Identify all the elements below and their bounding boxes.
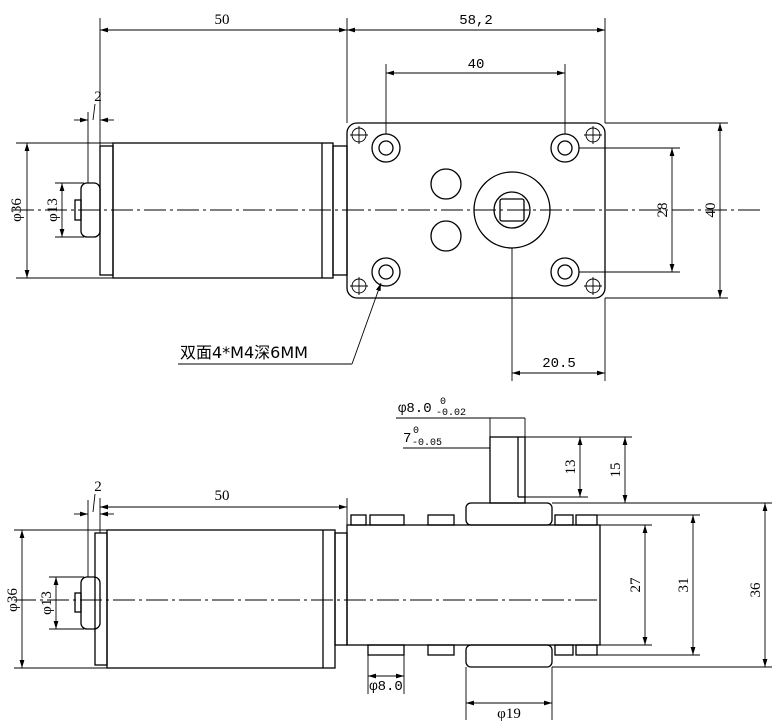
top-gearbox [346,122,606,299]
label-motor-length: 50 [215,488,230,504]
plain-circle-upper [430,168,462,200]
top-view: 50 58,2 40 2 φ36 φ13 [9,12,762,381]
label-nut-diameter: φ8.0 [369,679,403,695]
label-boss-diameter: φ13 [39,591,55,615]
label-motor-length: 50 [215,12,230,28]
gearbox-body [346,524,601,646]
label-output-offset: 20.5 [542,356,576,372]
side-view: φ8.0 0 -0.02 7 0 -0.05 13 15 2 [5,397,772,722]
hole-outer [371,257,401,287]
mounting-hole-br [550,257,580,287]
output-shaft-key [499,198,525,222]
hole-inner [378,140,394,156]
plain-circle-lower [430,220,462,252]
mounting-hole-bl [371,257,401,287]
label-end-cap-offset: 2 [94,89,102,105]
top-nut [427,514,455,526]
label-boss-diameter: φ13 [45,198,61,222]
top-motor-end-cap [99,145,114,276]
label-shaft-diameter-upper-tol: 0 [440,397,446,408]
hole-outer [371,133,401,163]
top-dimensions: 50 58,2 40 2 φ36 φ13 [9,12,728,381]
label-gearbox-length: 58,2 [459,13,493,29]
side-gearbox [346,436,601,668]
upper-bearing-boss [465,502,553,526]
lower-bearing-boss [465,644,553,668]
label-flat-width-upper-tol: 0 [413,426,419,437]
leader-line [92,103,96,121]
leader-line [92,493,96,513]
top-nut [554,514,574,526]
corner-mark-tr [584,126,602,144]
side-dimensions: φ8.0 0 -0.02 7 0 -0.05 13 15 2 [5,397,772,722]
label-gearbox-total-height: 36 [748,582,764,598]
mounting-note: 双面4*M4深6MM [180,343,308,362]
top-motor-shaft-tip [74,199,82,221]
label-gearbox-width: 40 [703,203,719,218]
mounting-hole-tr [550,133,580,163]
label-motor-diameter: φ36 [9,198,25,222]
label-hole-spacing-v: 28 [655,203,671,218]
label-shaft-length: 15 [608,463,624,478]
output-shaft [489,436,526,504]
label-gearbox-body-height: 27 [628,577,644,593]
label-shaft-diameter: φ8.0 [398,401,432,417]
note-leader [351,282,382,365]
corner-mark-tl [350,126,368,144]
top-nut [369,514,405,526]
top-motor-body [112,142,334,279]
bottom-nut [367,644,405,656]
hole-outer [550,257,580,287]
top-motor-flange [332,145,348,276]
corner-mark-bl [350,277,368,295]
top-nut [350,514,367,526]
bottom-nut [427,644,455,656]
label-motor-diameter: φ36 [5,588,21,612]
label-flat-width: 7 [403,431,411,447]
label-end-cap-offset: 2 [94,479,102,495]
output-shaft-circle [493,191,531,229]
side-motor-boss [80,576,101,630]
label-bearing-boss-diameter: φ19 [497,706,521,722]
side-motor-flange [334,532,348,646]
mounting-hole-tl [371,133,401,163]
corner-mark-br [584,277,602,295]
top-motor [74,142,348,279]
hole-inner [557,140,573,156]
label-hole-spacing-h: 40 [468,57,485,73]
side-motor [74,529,348,669]
bottom-nut [554,644,574,656]
top-gearbox-plate [346,122,606,299]
label-flat-width-lower-tol: -0.05 [412,438,442,449]
hole-inner [378,264,394,280]
hole-outer [550,133,580,163]
side-motor-shaft-tip [74,592,82,613]
label-shaft-diameter-lower-tol: -0.02 [436,408,466,419]
side-motor-end-cap [94,532,108,666]
label-flat-length: 13 [563,460,579,475]
label-gearbox-nut-height: 31 [676,578,692,593]
hole-inner [557,264,573,280]
side-motor-body [106,529,336,669]
bottom-nut [575,644,598,656]
top-nut [575,514,598,526]
